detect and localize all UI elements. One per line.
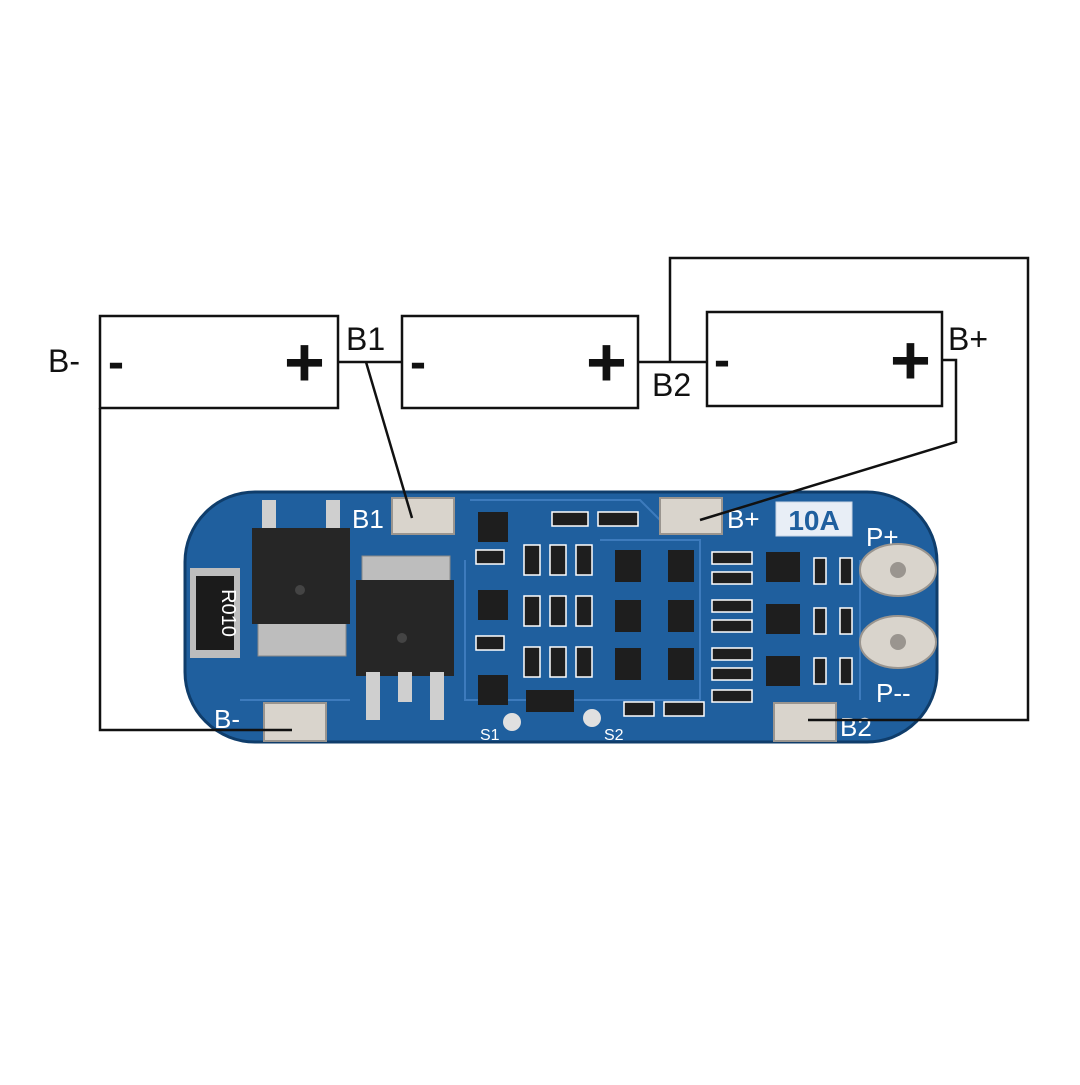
battery-cell-3: - + bbox=[705, 310, 944, 408]
cell-1-plus-terminal: + bbox=[284, 323, 325, 401]
current-rating-label: 10A bbox=[788, 505, 839, 536]
label-b-minus: B- bbox=[48, 343, 80, 379]
wire-b1 bbox=[364, 361, 414, 519]
shunt-resistor: R010 bbox=[190, 568, 240, 658]
switch-s2-pad bbox=[583, 709, 601, 727]
board-b2-label: B2 bbox=[840, 712, 872, 742]
board-p-minus-label: P-- bbox=[876, 678, 911, 708]
cell-2-minus-terminal: - bbox=[410, 336, 426, 389]
switch-s1-pad bbox=[503, 713, 521, 731]
cell-3-plus-terminal: + bbox=[890, 321, 931, 399]
switch-s1-label: S1 bbox=[480, 727, 500, 744]
switch-s2-label: S2 bbox=[604, 727, 624, 744]
smd-transistors bbox=[478, 512, 800, 712]
battery-cell-1: - + bbox=[98, 314, 340, 410]
label-b2: B2 bbox=[652, 367, 691, 403]
wire-b-plus bbox=[699, 358, 958, 522]
board-b1-label: B1 bbox=[352, 504, 384, 534]
pad-b-minus bbox=[263, 702, 327, 742]
label-b1: B1 bbox=[346, 321, 385, 357]
switch-pads: S1 S2 bbox=[480, 709, 624, 744]
bms-board: R010 bbox=[183, 490, 939, 744]
cell-1-minus-terminal: - bbox=[108, 336, 124, 389]
mosfet-left bbox=[252, 500, 350, 657]
cell-2-plus-terminal: + bbox=[586, 323, 627, 401]
current-rating-badge bbox=[775, 501, 853, 537]
resistor-code-label: R010 bbox=[217, 589, 239, 637]
pad-b1 bbox=[391, 497, 455, 535]
wiring bbox=[98, 256, 1030, 732]
pad-b2 bbox=[773, 702, 837, 742]
pcb-traces bbox=[240, 499, 861, 701]
mosfet-right bbox=[356, 555, 454, 720]
solder-pads bbox=[263, 497, 937, 742]
cell-3-minus-terminal: - bbox=[714, 334, 730, 387]
battery-cell-2: - + bbox=[400, 314, 640, 410]
board-p-plus-label: P+ bbox=[866, 522, 899, 552]
wire-b2 bbox=[668, 256, 1030, 722]
wire-b-minus bbox=[98, 408, 292, 732]
label-b-plus: B+ bbox=[948, 321, 988, 357]
board-b-plus-label: B+ bbox=[727, 504, 760, 534]
smd-passives bbox=[475, 511, 853, 717]
